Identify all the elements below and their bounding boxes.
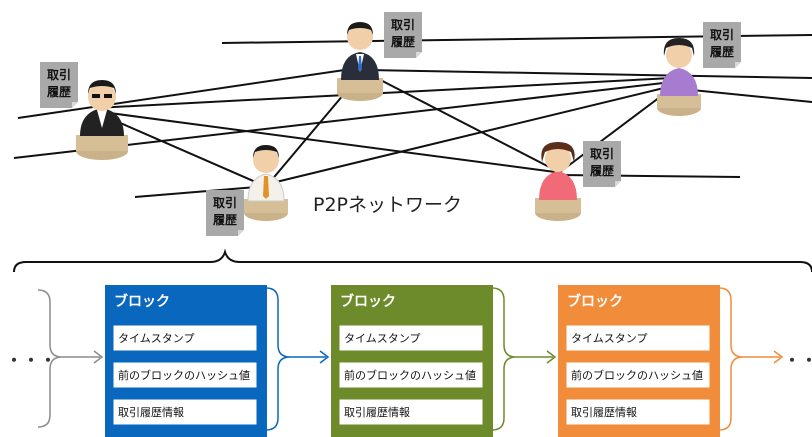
block-2-bracket: [491, 287, 517, 431]
block-field-timestamp: タイムスタンプ: [571, 332, 647, 345]
network-link: [134, 185, 269, 198]
block-title: ブロック: [567, 293, 623, 310]
block-2: ブロック タイムスタンプ 前のブロックのハッシュ値 取引履歴情報: [331, 285, 493, 437]
block-field-timestamp: タイムスタンプ: [344, 332, 420, 345]
block-field-transactions: 取引履歴情報: [571, 405, 637, 419]
network-link: [101, 114, 268, 188]
block-1-bracket: [265, 287, 291, 431]
network-link: [271, 85, 673, 184]
network-link: [17, 67, 359, 119]
network-link: [364, 69, 812, 79]
link-arrowhead: [773, 350, 784, 364]
ledger-note-line1: 取引: [590, 147, 614, 161]
block-field-prev-hash: 前のブロックのハッシュ値: [344, 368, 476, 382]
person-pink-woman: [535, 142, 581, 221]
trailing-dots: ・・: [784, 351, 812, 370]
block-title: ブロック: [114, 293, 170, 310]
person-right-woman: [657, 38, 701, 116]
ledger-note: 取引 履歴: [40, 62, 78, 108]
network-link: [364, 71, 556, 171]
person-top-man: [337, 22, 383, 101]
block-field-prev-hash: 前のブロックのハッシュ値: [571, 368, 703, 382]
link-arrowhead: [546, 350, 557, 364]
network-links: [13, 34, 812, 198]
ledger-note: 取引 履歴: [583, 141, 621, 187]
block-3-bracket: [718, 287, 744, 431]
block-field-transactions: 取引履歴情報: [344, 405, 410, 419]
block-field-prev-hash: 前のブロックのハッシュ値: [118, 368, 250, 382]
ledger-note-line1: 取引: [391, 18, 415, 32]
block-field-timestamp: タイムスタンプ: [118, 332, 194, 345]
ledger-note-line2: 履歴: [390, 35, 415, 49]
network-link: [559, 87, 673, 173]
ledger-note: 取引 履歴: [384, 12, 422, 58]
ledger-note-line2: 履歴: [709, 45, 734, 59]
ledger-note: 取引 履歴: [206, 190, 244, 236]
leading-dots: ・・・: [6, 351, 57, 370]
network-brace: [13, 248, 812, 273]
network-label: P2Pネットワーク: [313, 194, 462, 216]
network-link: [101, 111, 556, 173]
ledger-note-line2: 履歴: [589, 164, 614, 178]
person-left-man: [76, 80, 128, 160]
ledger-note-line1: 取引: [47, 68, 71, 82]
ledger-note-line2: 履歴: [212, 213, 237, 227]
link-arrowhead: [93, 350, 104, 364]
link-arrowhead: [319, 350, 330, 364]
block-1: ブロック タイムスタンプ 前のブロックのハッシュ値 取引履歴情報: [105, 285, 267, 437]
ledger-note-line2: 履歴: [46, 85, 71, 99]
block-title: ブロック: [340, 293, 396, 310]
person-mid-man: [244, 145, 288, 221]
block-field-transactions: 取引履歴情報: [118, 405, 184, 419]
ledger-note-line1: 取引: [213, 196, 237, 210]
ledger-note-line1: 取引: [710, 28, 734, 42]
ledger-note: 取引 履歴: [703, 22, 741, 68]
network-link: [94, 77, 673, 109]
block-3: ブロック タイムスタンプ 前のブロックのハッシュ値 取引履歴情報: [558, 285, 720, 437]
